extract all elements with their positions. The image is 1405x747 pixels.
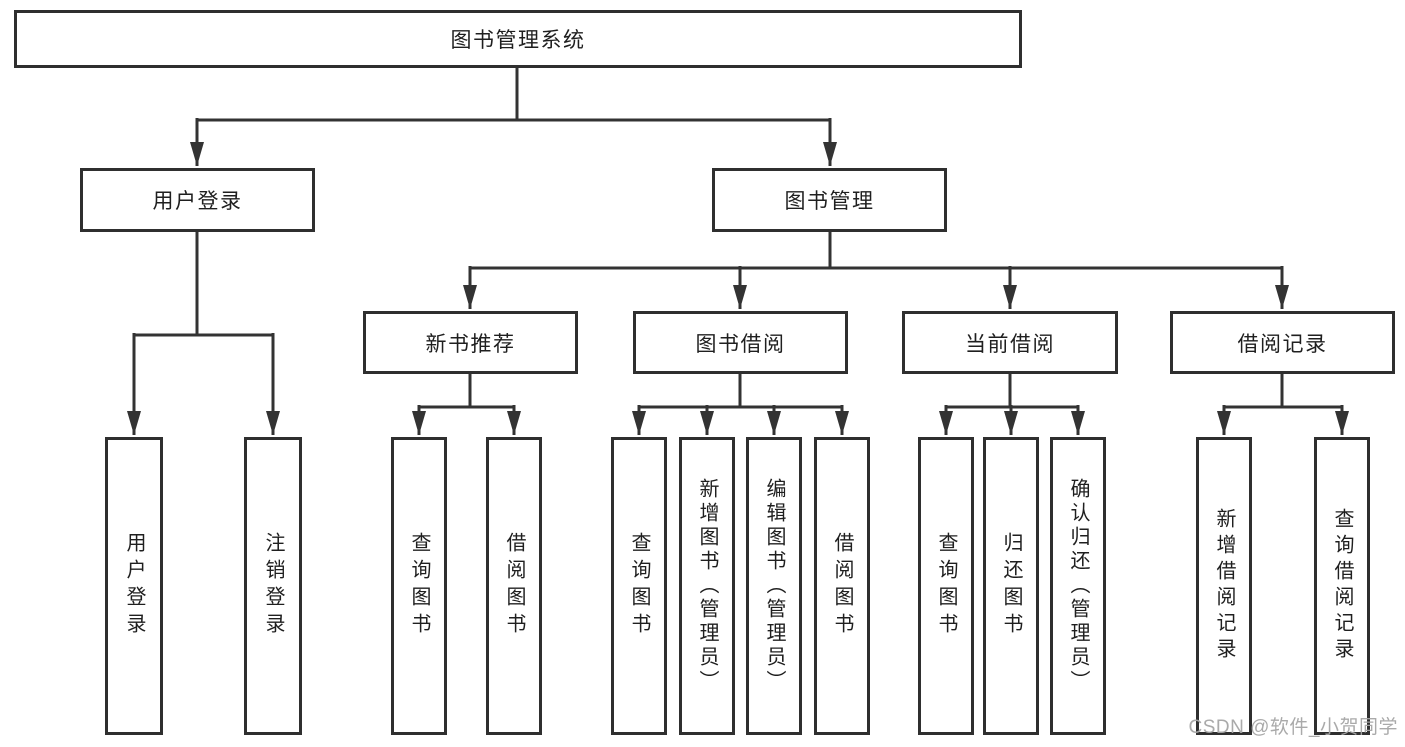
leaf-borrow-query-books: 查询图书 (611, 437, 667, 735)
leaf-user-login: 用户登录 (105, 437, 163, 735)
node-book-management: 图书管理 (712, 168, 947, 232)
leaf-records-query-borrow-record: 查询借阅记录 (1314, 437, 1370, 735)
leaf-logout-login: 注销登录 (244, 437, 302, 735)
connector-borrow-records-to-leaves (1217, 374, 1349, 435)
leaf-current-confirm-return-admin: 确认归还（管理员） (1050, 437, 1106, 735)
node-book-borrow: 图书借阅 (633, 311, 848, 374)
connector-book-management-to-level3 (463, 230, 1289, 309)
leaf-borrow-borrow-books: 借阅图书 (814, 437, 870, 735)
leaf-current-return-books: 归还图书 (983, 437, 1039, 735)
connector-new-book-recommend-to-leaves (412, 374, 521, 435)
csdn-watermark: CSDN @软件_小贺同学 (1188, 717, 1398, 738)
node-borrow-records: 借阅记录 (1170, 311, 1395, 374)
connector-user-login-to-leaves (127, 230, 280, 435)
leaf-borrow-add-books-admin: 新增图书（管理员） (679, 437, 735, 735)
node-new-book-recommend: 新书推荐 (363, 311, 578, 374)
connector-current-borrow-to-leaves (939, 374, 1085, 435)
connector-book-borrow-to-leaves (632, 374, 849, 435)
node-current-borrow: 当前借阅 (902, 311, 1118, 374)
leaf-borrow-edit-books-admin: 编辑图书（管理员） (746, 437, 802, 735)
leaf-current-query-books: 查询图书 (918, 437, 974, 735)
node-user-login: 用户登录 (80, 168, 315, 232)
leaf-recommend-borrow-books: 借阅图书 (486, 437, 542, 735)
node-root-library-management-system: 图书管理系统 (14, 10, 1022, 68)
leaf-records-add-borrow-record: 新增借阅记录 (1196, 437, 1252, 735)
leaf-recommend-query-books: 查询图书 (391, 437, 447, 735)
connector-root-to-level2 (190, 68, 837, 166)
